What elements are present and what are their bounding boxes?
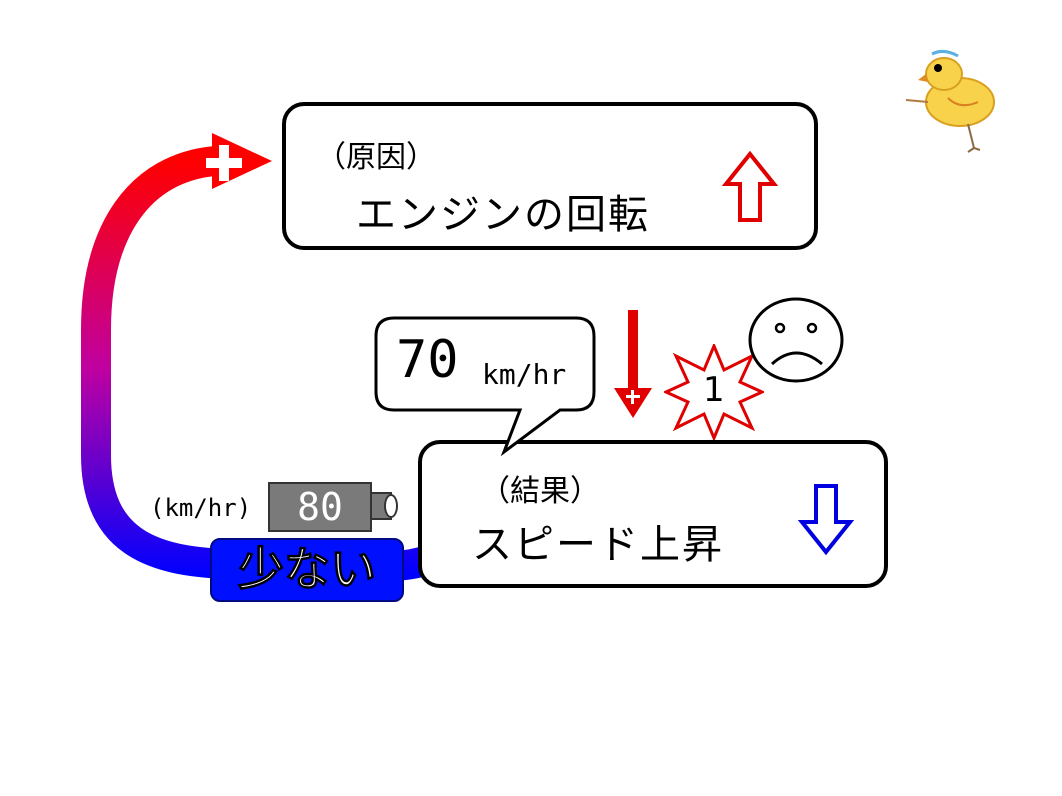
speech-speed-value: 70 bbox=[396, 330, 459, 390]
loop-plus-sign bbox=[206, 145, 242, 181]
gauge-display: 80 bbox=[268, 482, 372, 532]
cause-text: エンジンの回転 bbox=[356, 192, 650, 238]
feedback-loop-path bbox=[81, 146, 468, 582]
effect-label: （結果） bbox=[480, 474, 600, 509]
low-badge: 少ない bbox=[210, 538, 404, 602]
effect-text: スピード上昇 bbox=[472, 522, 724, 568]
gauge: 80 bbox=[268, 482, 400, 532]
down-arrow-icon bbox=[798, 484, 854, 556]
cause-box: （原因） エンジンの回転 bbox=[282, 102, 818, 250]
gauge-value: 80 bbox=[297, 485, 343, 529]
delay-burst-icon bbox=[664, 344, 764, 440]
effect-box: （結果） スピード上昇 bbox=[418, 440, 888, 588]
sad-face-icon bbox=[748, 297, 844, 383]
gauge-unit: (km/hr) bbox=[150, 494, 252, 522]
up-arrow-icon bbox=[722, 150, 778, 222]
delay-count: 1 bbox=[703, 370, 725, 410]
cause-label: （原因） bbox=[316, 140, 436, 175]
link-plus-sign bbox=[626, 390, 640, 404]
chick-drawing-icon bbox=[905, 49, 995, 153]
speech-speed-unit: km/hr bbox=[482, 358, 567, 391]
